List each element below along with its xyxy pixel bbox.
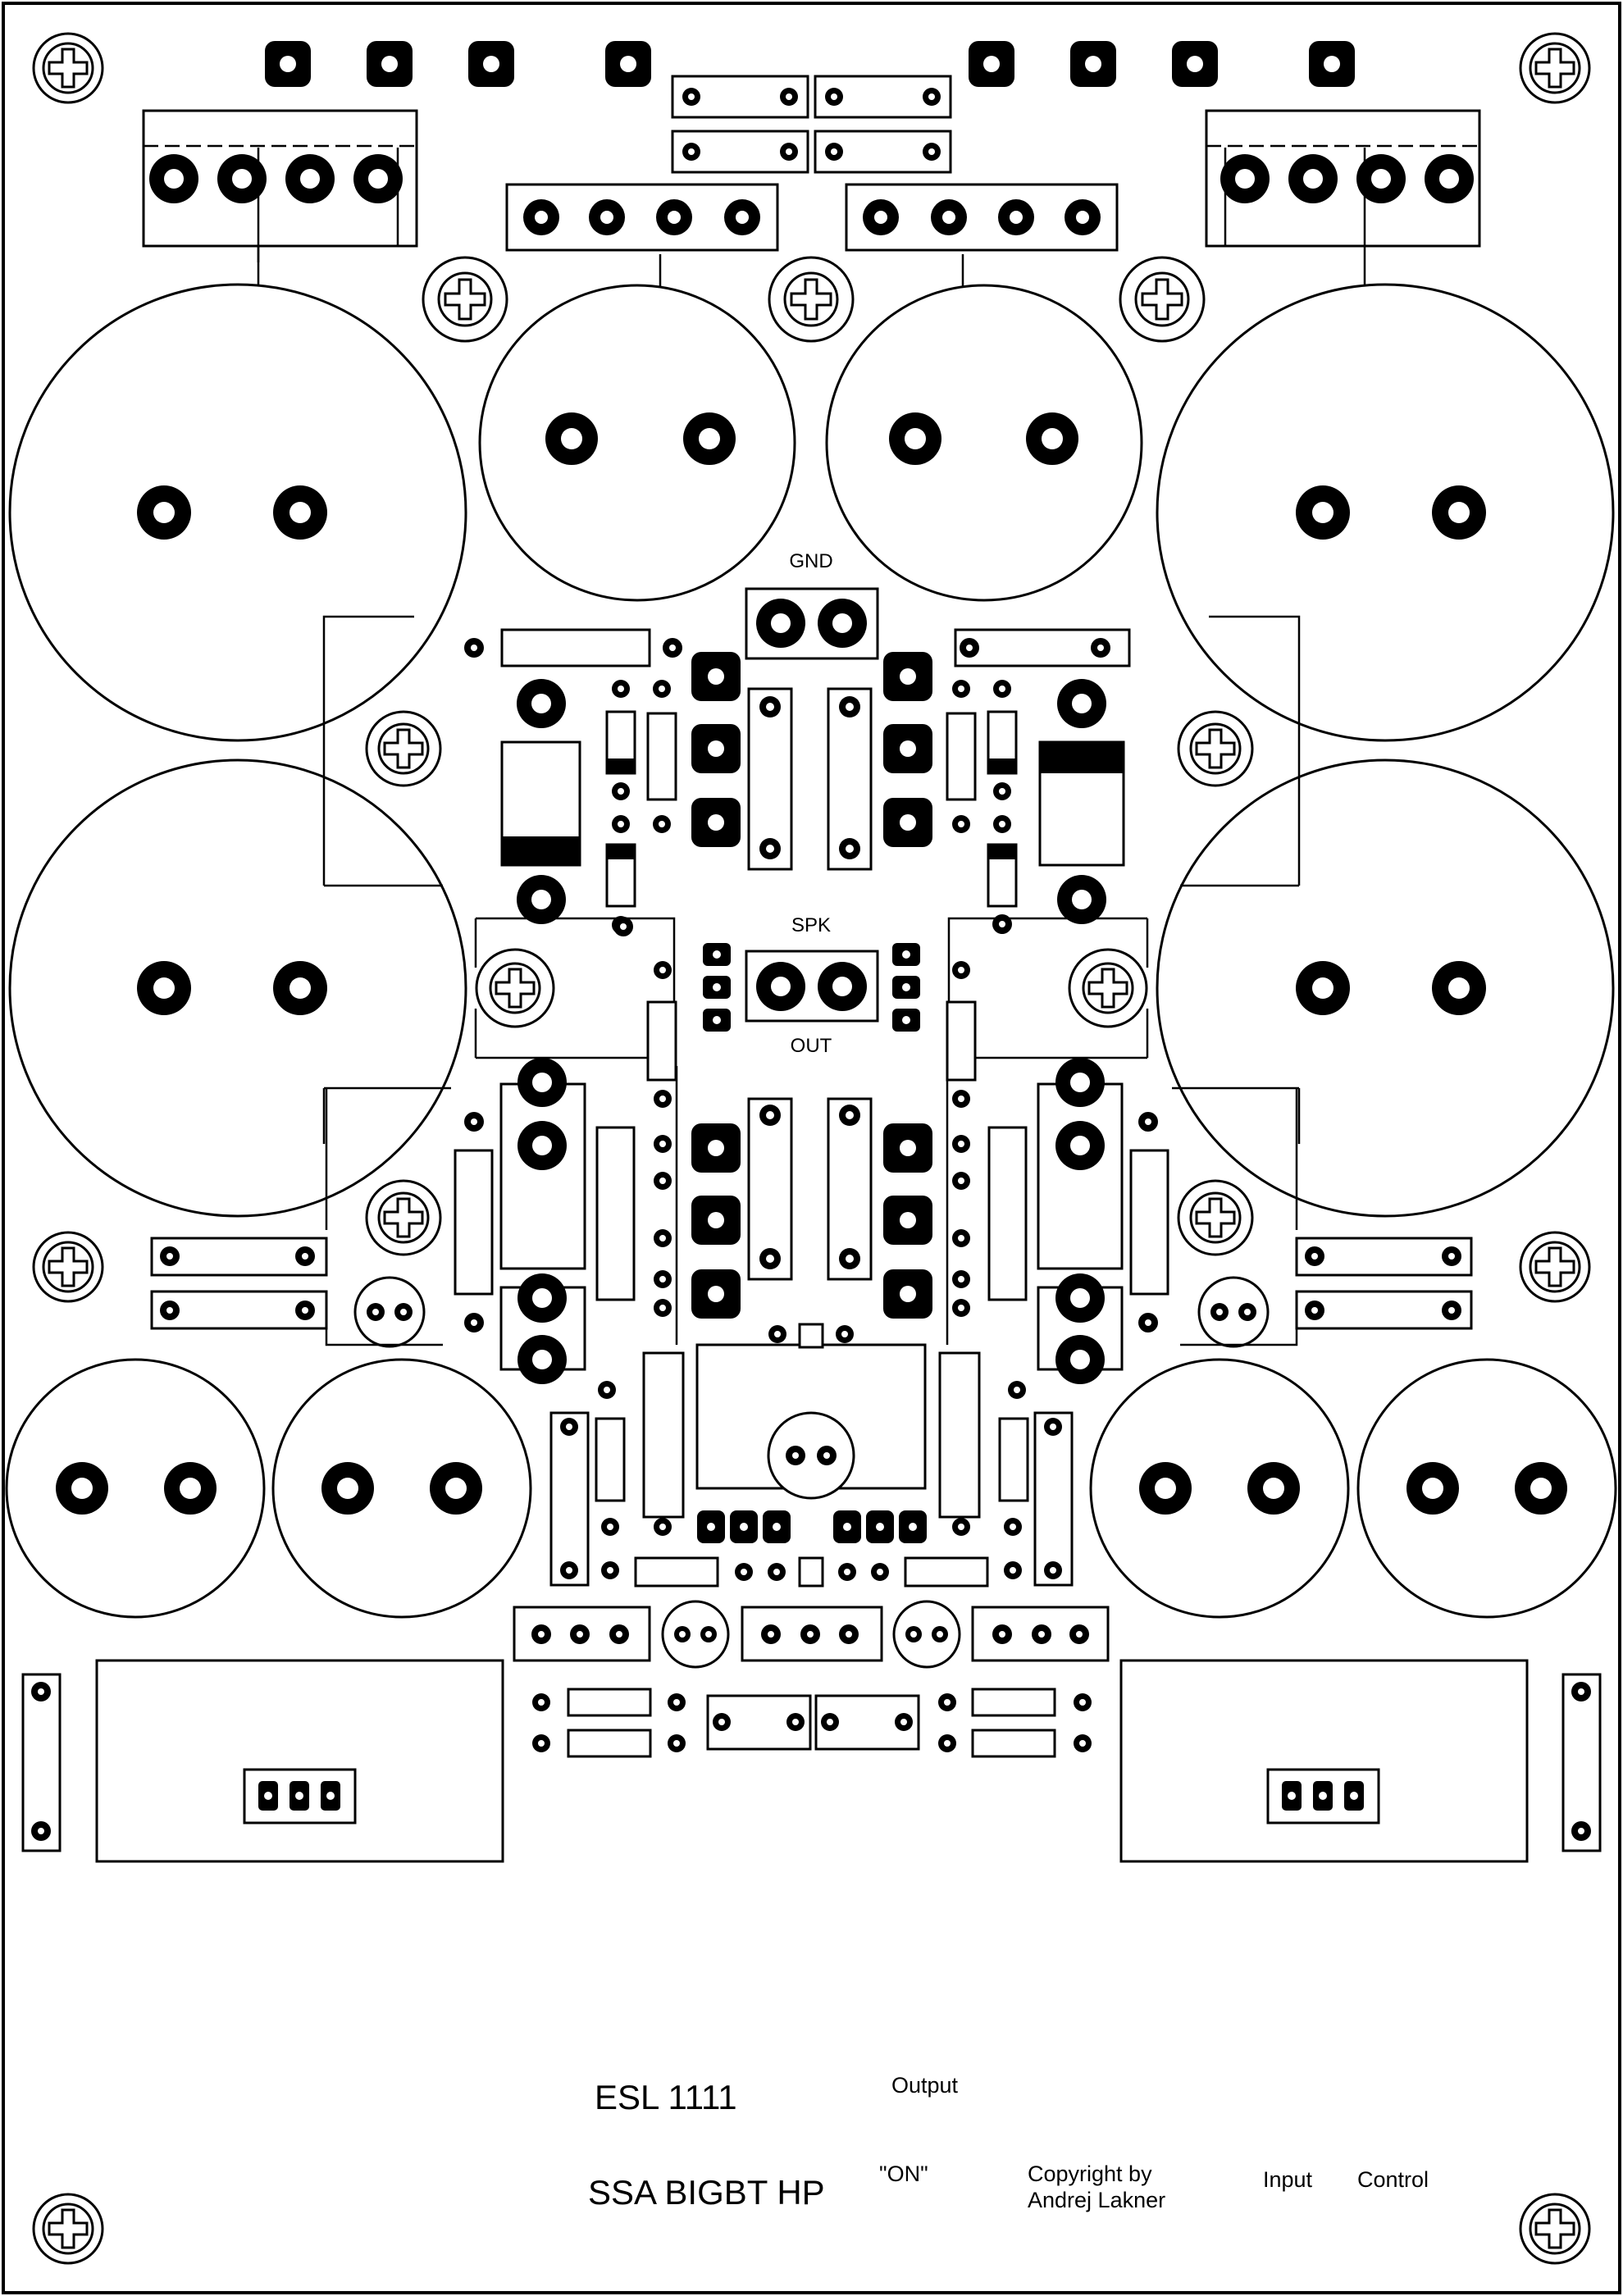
lower-stage-right	[938, 1058, 1473, 1519]
middle-stage-left	[322, 917, 678, 1345]
terminal-block-top-right	[1205, 109, 1481, 248]
gnd-label: GND	[789, 550, 832, 572]
model-label: ESL 1111	[595, 2078, 737, 2116]
terminal-block-top-left	[142, 109, 418, 248]
transistor-pads-upper	[691, 652, 932, 871]
top-square-pads	[265, 41, 1355, 87]
input-label: Input	[1263, 2167, 1313, 2192]
control-label: Control	[1357, 2167, 1429, 2192]
board-name-label: SSA BIGBT HP	[588, 2173, 825, 2212]
on-label: "ON"	[879, 2162, 928, 2186]
bias-block-center	[695, 1323, 927, 1500]
out-label: OUT	[791, 1035, 832, 1057]
header-4pin-center	[505, 183, 1119, 252]
top-center-resistors	[671, 75, 952, 174]
bottom-regulators	[21, 1659, 1602, 1863]
copyright-line1: Copyright by	[1028, 2162, 1152, 2186]
gnd-connector	[745, 587, 879, 660]
spk-label: SPK	[791, 914, 831, 936]
upper-stage-left	[322, 615, 682, 934]
spk-connector	[703, 943, 920, 1032]
bottom-headers	[513, 1600, 1110, 1758]
output-label: Output	[891, 2073, 959, 2098]
copyright-line2: Andrej Lakner	[1028, 2188, 1165, 2212]
small-parts-lower	[549, 1411, 1074, 1588]
transistor-pads-lower	[691, 1097, 932, 1319]
lower-stage-left	[150, 1058, 685, 1519]
component-outlines	[5, 32, 1617, 2265]
upper-stage-right	[946, 615, 1301, 934]
capacitors-large	[5, 283, 1617, 1619]
middle-stage-right	[946, 914, 1301, 1345]
